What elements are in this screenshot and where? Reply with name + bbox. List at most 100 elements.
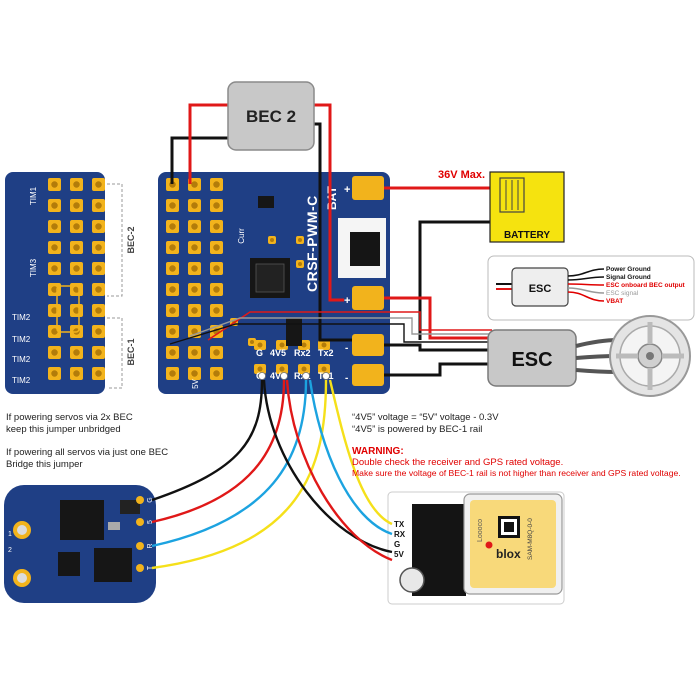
pad-hole: [95, 223, 102, 230]
pad-hole: [169, 286, 176, 293]
tim-label-2: TIM3: [29, 258, 38, 277]
pad-hole: [257, 366, 263, 372]
pad-hole: [169, 307, 176, 314]
pad-hole: [73, 244, 80, 251]
pad-hole: [213, 370, 220, 377]
pad-hole: [51, 202, 58, 209]
pad-hole: [191, 286, 198, 293]
gps-pin-5v: 5V: [394, 550, 404, 559]
battery: BATTERY: [384, 171, 565, 340]
esc-main-wires: [169, 296, 492, 377]
pad-hole: [95, 265, 102, 272]
rx-ant-2: 2: [8, 547, 12, 554]
rx-pin-g: G: [147, 497, 154, 502]
note-1bec-line1: If powering all servos via just one BEC: [6, 447, 169, 458]
five-v-mark: 5V: [191, 378, 200, 388]
pad-hole: [51, 181, 58, 188]
pad-hole: [213, 202, 220, 209]
pad-hole: [250, 340, 254, 344]
side-board: TIM1 TIM3 TIM2 TIM2 TIM2 TIM2: [5, 172, 105, 394]
pad-hole: [95, 181, 102, 188]
rx-pin-t: T: [147, 565, 154, 570]
pad-hole: [279, 366, 285, 372]
pad-hole: [169, 370, 176, 377]
pad-hole: [51, 265, 58, 272]
bat-label: BAT: [325, 186, 339, 210]
pad-hole: [169, 244, 176, 251]
warning-line-1: Double check the receiver and GPS rated …: [352, 457, 564, 468]
svg-text:-: -: [345, 373, 348, 384]
pad-hole: [95, 328, 102, 335]
pad-hole: [95, 349, 102, 356]
pad-hole: [321, 366, 327, 372]
esc-legend-label: ESC: [529, 283, 552, 295]
gps-module: blox SAM-M8Q-0-0 Loooco TX RX G 5V: [387, 491, 565, 605]
pad-hole: [95, 286, 102, 293]
pin-label-4v5-bottom: 4V5: [270, 371, 286, 381]
small-chip: [258, 196, 274, 208]
pad-hole: [213, 181, 220, 188]
legend-wire: [567, 283, 605, 286]
pad-hole: [51, 244, 58, 251]
pad-hole: [95, 370, 102, 377]
pad-hole: [51, 307, 58, 314]
motor: [609, 315, 691, 397]
pad-hole: [213, 223, 220, 230]
bec-brackets: [107, 183, 123, 389]
pad-hole: [191, 202, 198, 209]
legend-line-4: ESC signal: [606, 290, 639, 297]
legend-line-2: Signal Ground: [606, 274, 651, 281]
pad-hole: [95, 202, 102, 209]
legend-wire: [567, 276, 605, 281]
pad-hole: [321, 342, 327, 348]
bec2-bracket-label: BEC-2: [126, 226, 136, 253]
pin-label-4v5-top: 4V5: [270, 348, 286, 358]
pad-hole: [298, 262, 302, 266]
pad-hole: [51, 370, 58, 377]
pad-hole: [95, 307, 102, 314]
pad-hole: [169, 349, 176, 356]
pad-hole: [191, 349, 198, 356]
svg-text:+: +: [344, 184, 350, 196]
pad-hole: [298, 238, 302, 242]
pad-hole: [95, 244, 102, 251]
current-sensor-chip: [286, 318, 302, 346]
pad-hole: [191, 307, 198, 314]
legend-line-1: Power Ground: [606, 266, 651, 273]
pad-hole: [169, 223, 176, 230]
rx-ant-1: 1: [8, 531, 12, 538]
tim-label-1: TIM1: [29, 186, 38, 205]
pad-hole: [169, 265, 176, 272]
battery-voltage: 36V Max.: [438, 169, 485, 181]
legend-line-5: VBAT: [606, 298, 623, 305]
tim-label-4: TIM2: [12, 335, 31, 344]
pad-hole: [213, 349, 220, 356]
pad-hole: [257, 342, 263, 348]
pad-hole: [73, 370, 80, 377]
warning-title: WARNING:: [352, 446, 404, 457]
curr-label: Curr: [237, 228, 246, 244]
pad-hole: [51, 349, 58, 356]
svg-text:+: +: [344, 295, 350, 307]
main-board: CRSF-PWM-C BAT Curr 5V + + - - G 4V5 Rx2…: [158, 172, 390, 394]
pad-hole: [169, 328, 176, 335]
pad-hole: [51, 223, 58, 230]
esc-main: ESC: [487, 329, 619, 387]
pad-hole: [191, 370, 198, 377]
pin-label-g-top: G: [256, 348, 263, 358]
legend-line-3: ESC onboard BEC output: [606, 282, 686, 289]
note-4v5-line1: “4V5” voltage = “5V” voltage - 0.3V: [352, 412, 499, 423]
pad-hole: [301, 366, 307, 372]
rx-pin-r: R: [147, 543, 154, 548]
rx-pin-5: 5: [147, 520, 154, 524]
pad-hole: [213, 244, 220, 251]
tim-label-6: TIM2: [12, 376, 31, 385]
receiver: G 5 R T 1 2: [4, 485, 156, 603]
note-2bec-line1: If powering servos via 2x BEC: [6, 412, 133, 423]
pin-label-rx2: Rx2: [294, 348, 311, 358]
pad-hole: [73, 349, 80, 356]
pin-label-tx2: Tx2: [318, 348, 334, 358]
gps-chip-mark: SAM-M8Q-0-0: [527, 518, 534, 560]
pad-hole: [73, 307, 80, 314]
pad-hole: [191, 223, 198, 230]
